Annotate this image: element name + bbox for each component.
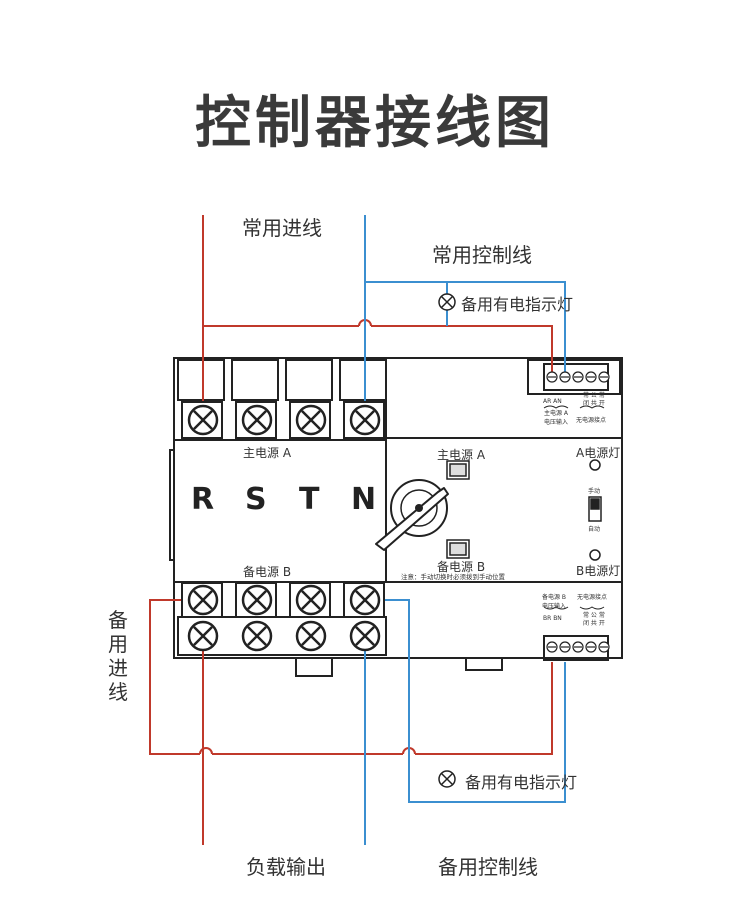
top-dry-contact: 无电源接点 bbox=[576, 417, 607, 424]
b-lamp-label: B电源灯 bbox=[576, 564, 621, 578]
top-source-sub: 电压输入 bbox=[544, 419, 569, 426]
main-source-right: 主电源 A bbox=[437, 448, 486, 462]
top-source-caption: 主电源 A bbox=[544, 410, 569, 417]
blue-wires bbox=[364, 215, 566, 845]
bottom-contact-labels: 常 公 常 bbox=[583, 612, 605, 619]
phase-t: T bbox=[299, 482, 320, 517]
indicator-lamp-top bbox=[438, 293, 456, 311]
manual-label: 手动 bbox=[588, 488, 601, 495]
backup-indicator-label: 备用有电指示灯 bbox=[465, 773, 578, 792]
top-contact-labels: 常 公 常 bbox=[583, 392, 605, 399]
page-title: 控制器接线图 bbox=[195, 91, 555, 156]
control-terminals bbox=[546, 371, 610, 653]
brace-symbols bbox=[543, 405, 605, 610]
auto-label: 自动 bbox=[588, 526, 601, 533]
normal-control-label: 常用控制线 bbox=[432, 243, 532, 267]
backup-input-label: 备用进线 bbox=[108, 608, 128, 704]
load-output-label: 负载输出 bbox=[246, 855, 326, 879]
backup-source-left: 备电源 B bbox=[243, 565, 292, 579]
backup-source-right: 备电源 B bbox=[437, 560, 486, 574]
bottom-contact-labels-2: 闭 共 开 bbox=[583, 620, 605, 627]
phase-s: S bbox=[245, 482, 267, 517]
phase-r: R bbox=[191, 482, 215, 517]
bottom-source-sub: 电压输入 bbox=[542, 603, 567, 610]
phase-n: N bbox=[351, 482, 377, 517]
red-wires bbox=[149, 215, 553, 845]
backup-control-label: 备用控制线 bbox=[438, 855, 538, 879]
right-panel-controls bbox=[446, 459, 602, 561]
switch-note: 注意：手动切换时必须拨到手动位置 bbox=[401, 573, 505, 581]
indicator-lamp-bottom bbox=[438, 770, 456, 788]
top-contact-labels-2: 闭 共 开 bbox=[583, 400, 605, 407]
top-terminal-labels: AR AN bbox=[543, 398, 562, 405]
bottom-source-caption: 备电源 B bbox=[542, 594, 567, 601]
normal-indicator-label: 备用有电指示灯 bbox=[461, 295, 574, 314]
main-source-left: 主电源 A bbox=[243, 446, 292, 460]
terminal-screws bbox=[181, 401, 385, 652]
normal-input-label: 常用进线 bbox=[242, 216, 322, 240]
bottom-dry-contact: 无电源接点 bbox=[577, 594, 608, 601]
rotary-handle bbox=[375, 479, 449, 551]
bottom-terminal-labels: BR BN bbox=[543, 615, 562, 622]
a-lamp-label: A电源灯 bbox=[576, 446, 621, 460]
